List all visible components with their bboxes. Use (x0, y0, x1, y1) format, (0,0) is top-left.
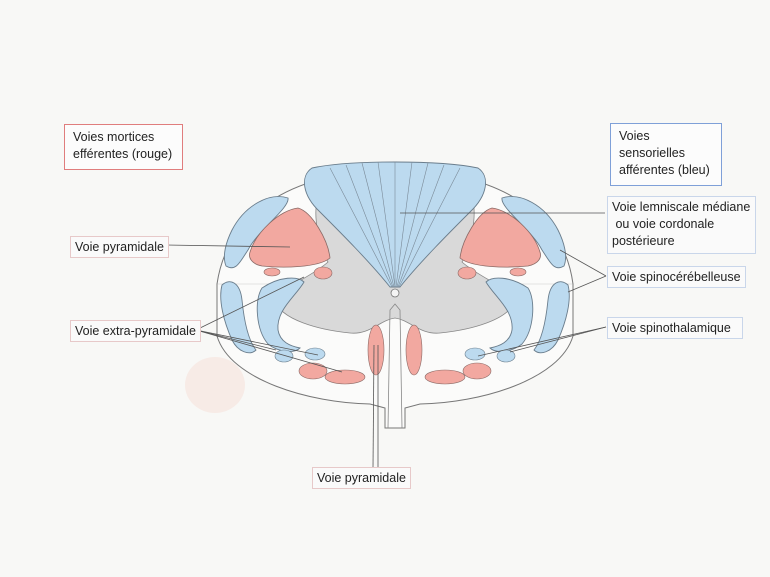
label-spinothalamic: Voie spinothalamique (607, 317, 743, 339)
anterior-tract-left-inner (324, 369, 366, 385)
posterior-column-fibers (329, 161, 461, 288)
legend-sensory-line2: afférentes (bleu) (619, 163, 710, 177)
label-lemniscal-line1: Voie lemniscale médiane (612, 200, 751, 214)
pyramidal-tract-right (459, 207, 541, 268)
leader-extra-pyramidal-d (195, 329, 343, 373)
leader-extra-pyramidal-a (195, 276, 305, 331)
leader-pyramidal-bottom-a (372, 344, 375, 469)
leader-lines (165, 212, 607, 469)
leader-pyramidal-left (165, 244, 291, 248)
anterior-tract-left-outer (298, 362, 328, 380)
legend-sensory: Voies sensorielles afférentes (bleu) (610, 123, 722, 186)
spinocerebellar-lateral-right (533, 281, 570, 354)
pyramidal-tract-left (249, 207, 331, 268)
lateral-band-left (256, 277, 305, 352)
label-pyramidal-bottom: Voie pyramidale (312, 467, 411, 489)
background-smudge (185, 357, 245, 413)
spinothalamic-right-b (464, 347, 486, 361)
leader-spinothalamic-a (509, 326, 607, 353)
leader-extra-pyramidal-b (195, 329, 277, 351)
anterior-corticospinal-left (367, 324, 385, 376)
spinocerebellar-tract-right (501, 196, 567, 269)
small-red-tract-right-a (509, 267, 527, 277)
central-canal (390, 288, 400, 298)
label-lemniscal-line2: ou voie cordonale (612, 217, 715, 231)
legend-sensory-line1: Voies sensorielles (619, 129, 686, 160)
label-pyramidal-left: Voie pyramidale (70, 236, 169, 258)
leader-spinocerebellar-a (559, 249, 607, 277)
legend-motor-line2: efférentes (rouge) (73, 147, 173, 161)
leader-spinocerebellar-b (567, 275, 607, 293)
leader-extra-pyramidal-c (195, 329, 319, 356)
label-lemniscal-line3: postérieure (612, 234, 675, 248)
anterior-corticospinal-right (405, 324, 423, 376)
spinothalamic-left-a (274, 349, 294, 363)
anterior-tract-right-outer (462, 362, 492, 380)
legend-motor-line1: Voies mortices (73, 130, 155, 144)
leader-spinothalamic-b (477, 326, 607, 357)
label-spinocerebellar: Voie spinocérébelleuse (607, 266, 746, 288)
spinocerebellar-lateral-left (220, 281, 257, 354)
small-red-tract-left-b (313, 266, 333, 280)
small-red-tract-right-b (457, 266, 477, 280)
anterior-fissure (387, 303, 403, 429)
spinocerebellar-tract-left (223, 196, 289, 269)
small-red-tract-left-a (263, 267, 281, 277)
anterior-tract-right-inner (424, 369, 466, 385)
lateral-band-right (485, 277, 534, 352)
label-lemniscal: Voie lemniscale médiane ou voie cordonal… (607, 196, 757, 254)
legend-motor: Voies mortices efférentes (rouge) (64, 124, 183, 170)
label-extra-pyramidal: Voie extra-pyramidale (70, 320, 201, 342)
